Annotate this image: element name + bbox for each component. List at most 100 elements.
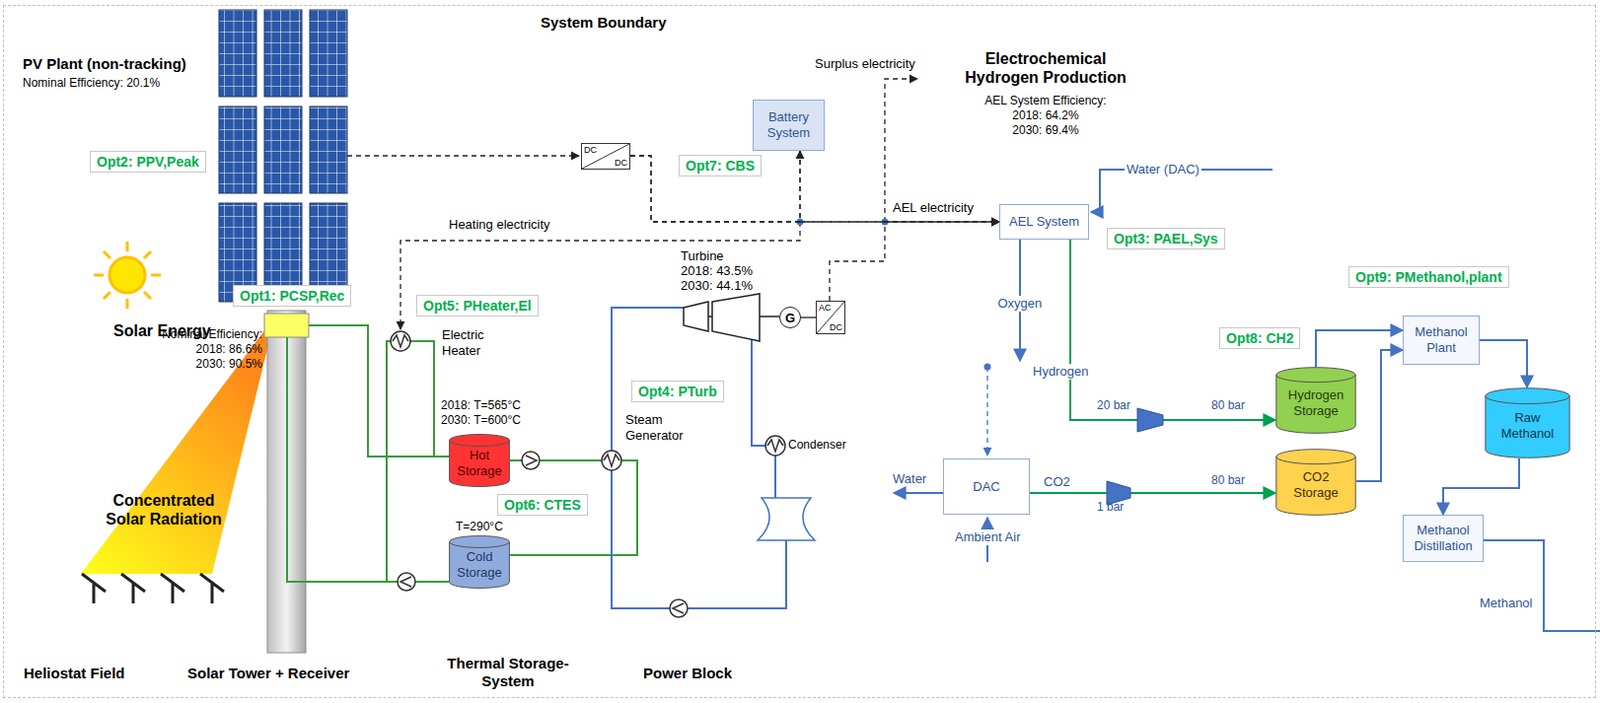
- node-label: DC: [614, 157, 628, 168]
- node-label: System Boundary: [540, 13, 667, 31]
- cooling-tower: [757, 498, 815, 541]
- node-label: Battery System: [757, 109, 820, 141]
- node-label: Opt2: PPV,Peak: [96, 153, 200, 170]
- connector: [1479, 340, 1528, 388]
- annotation-label: Electric Heater: [441, 327, 504, 359]
- node-label: Cold Storage: [454, 549, 505, 581]
- storage-tank: Raw Methanol: [1484, 387, 1571, 459]
- pv-panels: [218, 9, 348, 302]
- annotation-label: Nominal Efficiency:: [124, 327, 263, 342]
- storage-tank: Hydrogen Storage: [1275, 366, 1357, 435]
- process-box: Methanol Plant: [1402, 315, 1480, 365]
- storage-tank: Cold Storage: [448, 535, 510, 589]
- annotation-label: Heating electricity: [448, 217, 551, 233]
- annotation-label: Surplus electricity: [814, 56, 916, 73]
- annotation-label: 2018: 43.5%: [680, 263, 753, 280]
- annotation-label: Methanol: [1479, 595, 1532, 612]
- node-label: DAC: [972, 479, 1000, 496]
- process-box: DAC: [943, 458, 1030, 515]
- annotation-label: Water (DAC): [1124, 161, 1202, 178]
- connector: [1356, 350, 1403, 482]
- pumps: [397, 451, 688, 618]
- node-label: AEL System: [1009, 214, 1080, 230]
- optimization-variable-box: Opt8: CH2: [1219, 327, 1301, 350]
- annotation-label: PV Plant (non-tracking): [22, 55, 187, 73]
- annotation-label: 2018: 64.2%: [971, 108, 1120, 123]
- annotation-label: 2030: 90.5%: [124, 357, 263, 371]
- storage-tank: CO2 Storage: [1275, 448, 1357, 516]
- annotation-label: AEL electricity: [892, 200, 974, 217]
- annotation-label: Nominal Efficiency: 20.1%: [22, 75, 160, 90]
- concentrated-radiation: [80, 325, 269, 575]
- annotation-label: Steam Generator: [625, 412, 697, 443]
- annotation-label: 1 bar: [1096, 500, 1124, 514]
- optimization-variable-box: Opt4: PTurb: [631, 380, 725, 403]
- process-box: AEL System: [999, 204, 1090, 240]
- node-label: CO2 Storage: [1281, 469, 1351, 501]
- annotation-label: Turbine: [680, 248, 725, 265]
- node-label: Opt9: PMethanol,plant: [1355, 269, 1503, 286]
- annotation-label: Heliostat Field: [23, 664, 126, 683]
- node-label: Hot Storage: [454, 447, 505, 479]
- connector: [829, 221, 1000, 301]
- node-label: Methanol Distillation: [1407, 522, 1479, 554]
- connector: [1443, 458, 1520, 515]
- node-label: Opt1: PCSP,Rec: [239, 288, 345, 304]
- connector: [800, 150, 1000, 222]
- optimization-variable-box: Opt9: PMethanol,plant: [1348, 266, 1510, 289]
- generator-symbol: G: [779, 306, 801, 329]
- process-box: Methanol Distillation: [1402, 514, 1484, 563]
- annotation-label: Electrochemical Hydrogen Production: [951, 49, 1140, 87]
- sun-symbol: [93, 241, 161, 309]
- node-label: G: [785, 310, 796, 326]
- optimization-variable-box: Opt2: PPV,Peak: [89, 150, 207, 173]
- node-label: Opt7: CBS: [685, 157, 755, 174]
- node-label: Opt6: CTES: [504, 497, 582, 513]
- annotation-label: 80 bar: [1211, 473, 1245, 488]
- annotation-label: 2018: T=565°C: [440, 398, 521, 413]
- annotation-label: CO2: [1043, 474, 1071, 491]
- node-label: Opt8: CH2: [1226, 330, 1294, 347]
- optimization-variable-box: Opt1: PCSP,Rec: [232, 285, 352, 307]
- annotation-label: Solar Tower + Receiver: [187, 664, 350, 683]
- annotation-label: Thermal Storage- System: [434, 654, 582, 691]
- node-label: DC: [829, 322, 843, 333]
- water-steam-loop: [611, 169, 1600, 632]
- annotation-label: Oxygen: [996, 295, 1045, 312]
- optimization-variable-box: Opt5: PHeater,El: [416, 294, 539, 317]
- electric-lines: [347, 78, 988, 456]
- turbine-symbol: [683, 293, 780, 342]
- connector: [1315, 330, 1403, 367]
- annotation-label: Water: [892, 471, 927, 488]
- node-label: DC: [583, 145, 597, 155]
- annotation-label: 20 bar: [1096, 398, 1131, 413]
- annotation-label: Hydrogen: [1030, 363, 1091, 380]
- annotation-label: 80 bar: [1211, 398, 1245, 413]
- connector: [630, 150, 800, 222]
- annotation-label: T=290°C: [455, 519, 504, 534]
- node-label: Opt3: PAEL,Sys: [1113, 230, 1219, 247]
- node-label: Opt5: PHeater,El: [423, 297, 532, 314]
- storage-tank: Hot Storage: [448, 434, 510, 488]
- annotation-label: 2030: 69.4%: [971, 123, 1120, 138]
- converter-box: ACDC: [815, 300, 846, 335]
- connector: [800, 316, 816, 318]
- annotation-label: 2030: 44.1%: [680, 278, 753, 294]
- receiver: [264, 313, 309, 338]
- annotation-label: 2030: T=600°C: [440, 413, 521, 428]
- heliostats: [81, 574, 224, 604]
- connector: [1029, 492, 1276, 495]
- annotation-label: Ambient Air: [952, 529, 1022, 546]
- compressor-symbol: [1137, 408, 1164, 433]
- junction-dots: [797, 218, 992, 371]
- annotation-label: Power Block: [643, 664, 732, 683]
- annotation-label: 2018: 86.6%: [124, 342, 263, 357]
- annotation-label: Condenser: [788, 437, 847, 452]
- node-label: Opt4: PTurb: [638, 383, 718, 400]
- node-label: Methanol Plant: [1407, 324, 1475, 356]
- annotation-label: AEL System Efficiency:: [971, 93, 1120, 108]
- optimization-variable-box: Opt7: CBS: [678, 154, 762, 177]
- node-label: Hydrogen Storage: [1281, 387, 1351, 419]
- optimization-variable-box: Opt3: PAEL,Sys: [1106, 227, 1226, 250]
- node-label: Raw Methanol: [1490, 410, 1565, 441]
